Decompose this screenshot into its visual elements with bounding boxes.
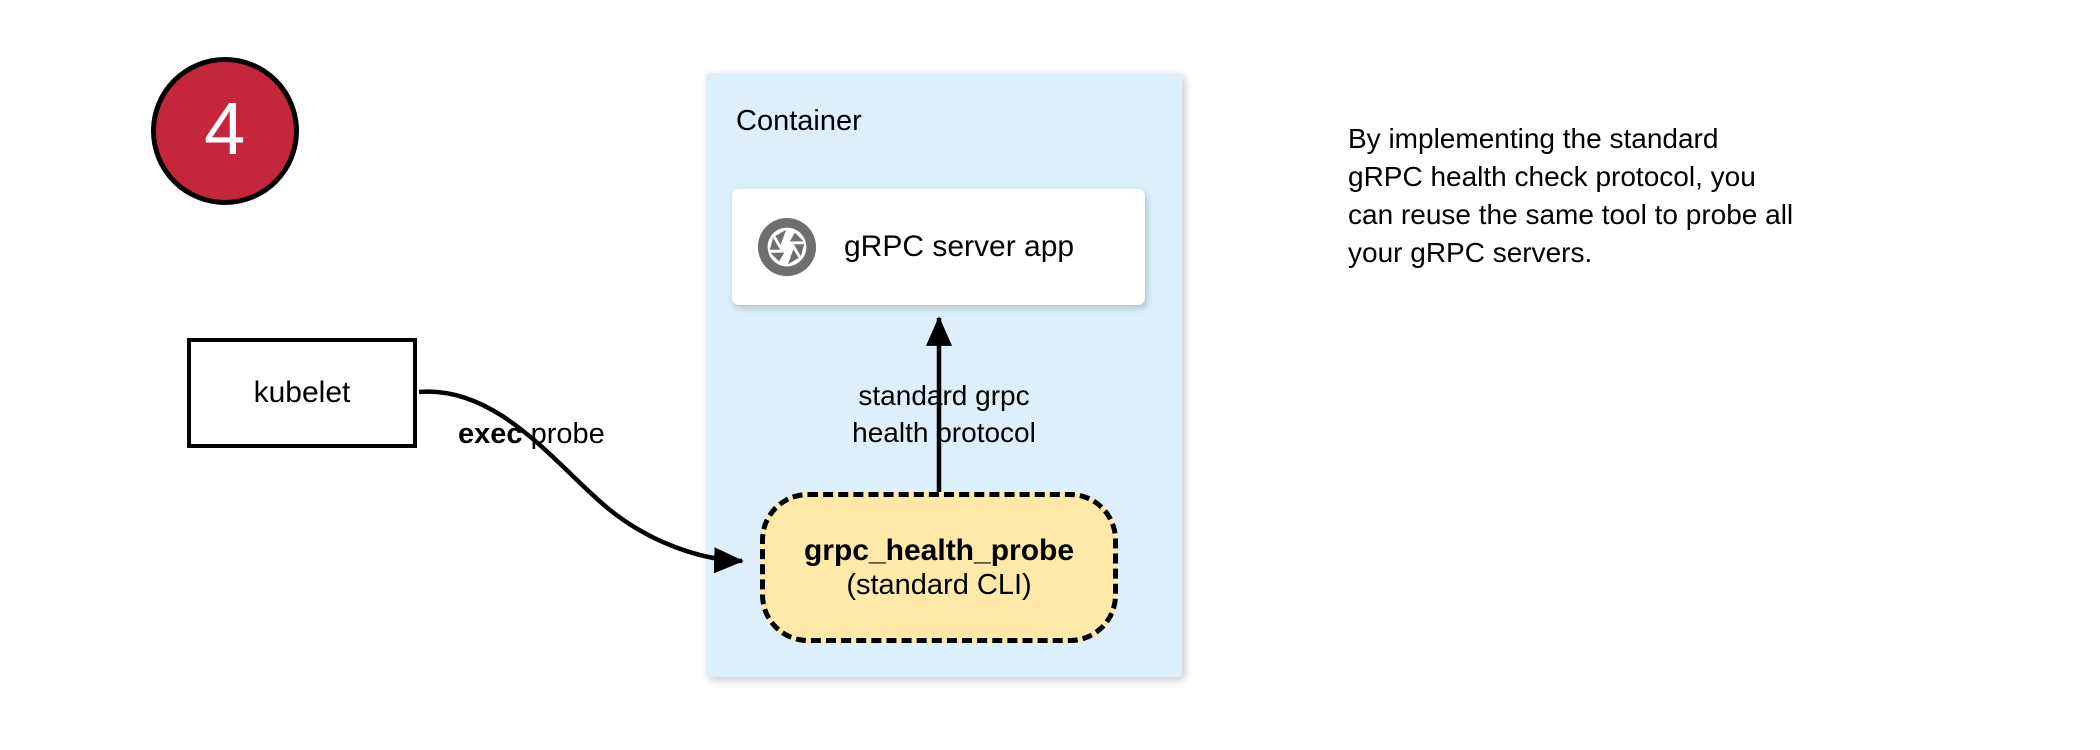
exec-probe-label-keyword: exec <box>458 418 523 450</box>
exec-probe-label-rest: probe <box>522 418 605 450</box>
step-badge: 4 <box>151 57 299 205</box>
exec-probe-label: exec probe <box>458 418 605 451</box>
grpc-health-probe-subtitle: (standard CLI) <box>846 569 1032 602</box>
grpc-aperture-icon <box>757 217 817 277</box>
grpc-health-probe-node: grpc_health_probe (standard CLI) <box>760 492 1118 643</box>
kubelet-label: kubelet <box>253 376 351 409</box>
grpc-server-app-label: gRPC server app <box>844 230 1075 263</box>
caption-line-4: your gRPC servers. <box>1348 237 1593 269</box>
grpc-server-app-card: gRPC server app <box>732 189 1145 305</box>
grpc-health-probe-title: grpc_health_probe <box>803 533 1075 567</box>
kubelet-box: kubelet <box>187 338 417 448</box>
caption-text: By implementing the standard gRPC health… <box>1348 120 1938 272</box>
container-title: Container <box>736 105 862 137</box>
caption-line-2: gRPC health check protocol, you <box>1348 161 1756 193</box>
caption-line-3: can reuse the same tool to probe all <box>1348 199 1794 231</box>
caption-line-1: By implementing the standard <box>1348 123 1719 154</box>
step-badge-number: 4 <box>204 87 246 170</box>
exec-probe-arrow <box>418 389 744 574</box>
